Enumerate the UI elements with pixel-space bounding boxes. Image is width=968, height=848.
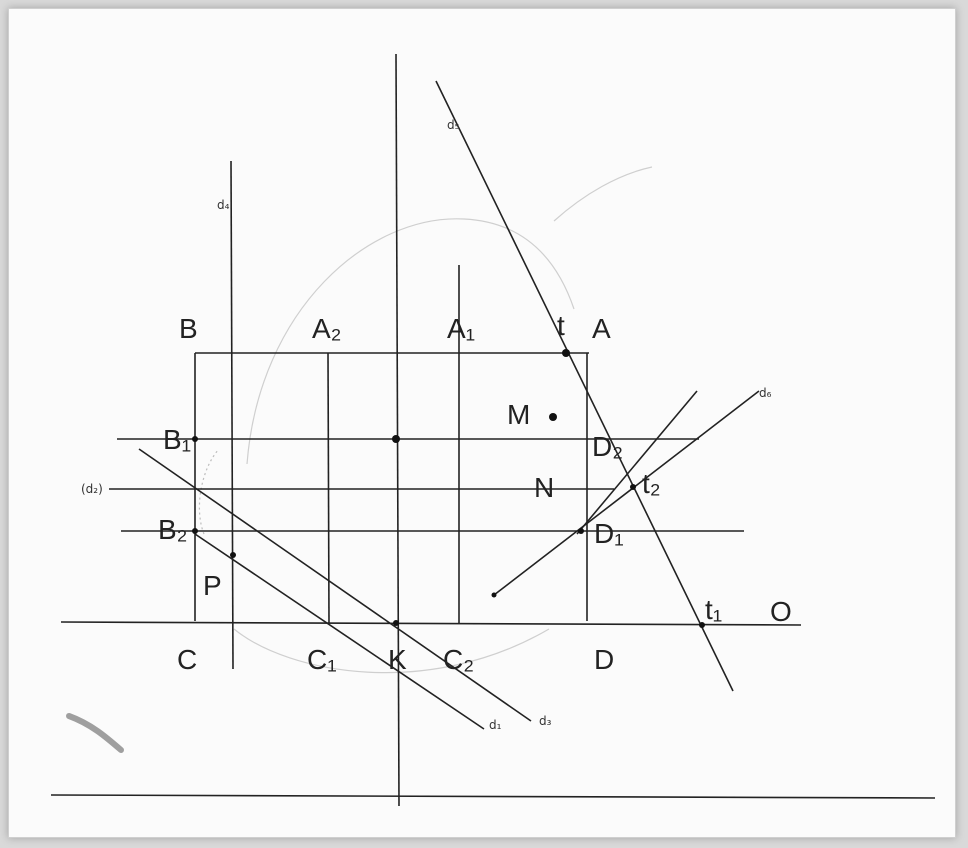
faint-arc-circle	[246, 218, 575, 465]
point-B2	[192, 528, 198, 534]
label-M: M	[507, 399, 530, 430]
oblique-d3	[493, 390, 760, 596]
label-C2: C₂	[443, 644, 474, 675]
point-t2	[630, 484, 636, 490]
label-C: C	[177, 644, 197, 675]
label-d5: d₅	[447, 118, 460, 132]
line-C-D-O	[60, 621, 802, 626]
tangent-line-d5	[435, 80, 734, 692]
label-B: B	[179, 313, 198, 344]
faint-arc-right	[553, 166, 653, 222]
label-D2: D₂	[592, 431, 623, 462]
oblique-short	[576, 390, 698, 535]
label-A2: A₂	[312, 313, 342, 344]
bottom-baseline	[50, 794, 936, 799]
faint-arc-lower	[233, 628, 550, 674]
label-t: t	[557, 310, 565, 341]
label-B1: B₁	[163, 424, 191, 455]
label-d2: (d₂)	[81, 482, 103, 496]
label-C1: C₁	[307, 644, 337, 675]
label-d6: d₆	[759, 386, 772, 400]
point-top-right	[562, 349, 570, 357]
label-A1: A₁	[447, 313, 475, 344]
point-B1	[192, 436, 198, 442]
point-d3-end	[491, 592, 497, 598]
label-D: D	[594, 644, 614, 675]
label-K: K	[388, 644, 407, 675]
label-N: N	[534, 472, 554, 503]
point-M	[549, 413, 557, 421]
label-d4: d₄	[217, 198, 230, 212]
point-D1	[578, 528, 584, 534]
point-center	[392, 435, 400, 443]
oblique-d6	[194, 533, 485, 730]
label-B2: B₂	[158, 514, 188, 545]
oblique-d1	[138, 448, 532, 722]
label-P: P	[203, 570, 222, 601]
label-t1: t₁	[705, 594, 722, 625]
point-K	[393, 620, 399, 626]
point-P	[230, 552, 236, 558]
label-O: O	[770, 596, 792, 627]
paper-sheet: B A₂ A₁ t A M B₁ D₂ (d₂) N t₂ B₂ D₁ P C …	[8, 8, 956, 838]
vertical-A2-C1	[327, 352, 330, 624]
label-d1: d₁	[489, 718, 502, 732]
label-t2: t₂	[642, 468, 661, 499]
brush-stroke	[66, 713, 124, 753]
point-t1	[699, 622, 705, 628]
label-D1: D₁	[594, 518, 624, 549]
label-A: A	[592, 313, 611, 344]
vertical-d4	[230, 160, 234, 670]
label-d3: d₃	[539, 714, 552, 728]
geometry-diagram: B A₂ A₁ t A M B₁ D₂ (d₂) N t₂ B₂ D₁ P C …	[50, 53, 936, 807]
faint-arc-left	[198, 448, 220, 535]
vertical-axis	[395, 53, 400, 807]
